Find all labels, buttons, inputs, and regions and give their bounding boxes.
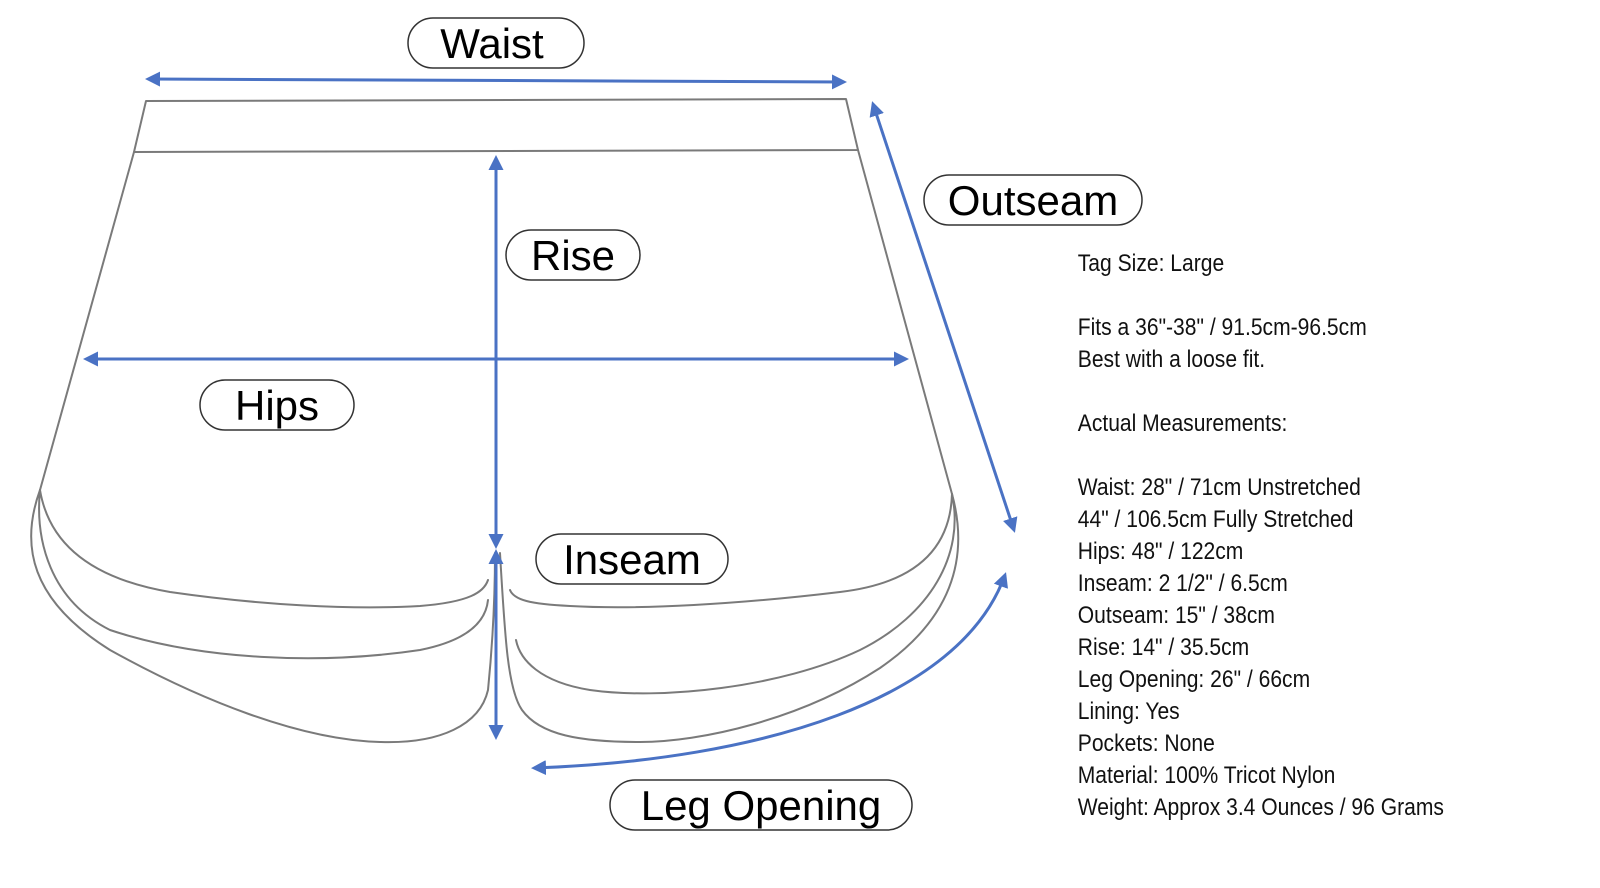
inseam-label: Inseam — [535, 533, 729, 585]
spec-item: Leg Opening: 26" / 66cm — [1077, 666, 1311, 693]
outseam-arrow — [869, 101, 1018, 533]
spec-item: Lining: Yes — [1077, 698, 1180, 725]
spacer — [1064, 280, 1504, 312]
fits-text: Fits a 36"-38" / 91.5cm-96.5cm — [1077, 314, 1367, 341]
waist-arrow — [145, 71, 847, 90]
rise-label-text: Rise — [531, 232, 615, 279]
hips-label: Hips — [199, 379, 355, 431]
spec-item: Inseam: 2 1/2" / 6.5cm — [1077, 570, 1288, 597]
spec-item: Hips: 48" / 122cm — [1077, 538, 1244, 565]
spec-item: Rise: 14" / 35.5cm — [1077, 634, 1250, 661]
left-hem-middle — [38, 489, 489, 660]
leg-opening-label-text: Leg Opening — [641, 782, 882, 829]
leg-opening-arrow — [531, 572, 1008, 776]
spec-item: Material: 100% Tricot Nylon — [1077, 762, 1336, 789]
waist-label: Waist — [407, 17, 585, 69]
left-side-seam — [39, 151, 135, 491]
measurement-arrows — [83, 71, 1018, 776]
outseam-label-text: Outseam — [948, 177, 1118, 224]
fit-note-text: Best with a loose fit. — [1077, 346, 1266, 373]
inseam-label-text: Inseam — [563, 536, 701, 583]
waist-label-text: Waist — [440, 20, 544, 67]
spec-item: 44" / 106.5cm Fully Stretched — [1077, 506, 1354, 533]
spec-item: Pockets: None — [1077, 730, 1215, 757]
measurements-heading: Actual Measurements: — [1077, 410, 1288, 437]
spec-item: Weight: Approx 3.4 Ounces / 96 Grams — [1077, 794, 1444, 821]
right-hem-middle — [515, 493, 956, 695]
left-hem-outer — [30, 489, 496, 744]
hips-label-text: Hips — [235, 382, 319, 429]
right-hem-outer — [499, 493, 960, 743]
rise-label: Rise — [505, 229, 641, 281]
waistband — [133, 98, 859, 153]
leg-opening-label: Leg Opening — [609, 779, 913, 831]
spec-item: Outseam: 15" / 38cm — [1077, 602, 1275, 629]
spacer — [1064, 440, 1504, 472]
outseam-label: Outseam — [923, 174, 1143, 226]
spec-panel: Tag Size: Large Fits a 36"-38" / 91.5cm-… — [1064, 240, 1504, 848]
spacer — [1064, 376, 1504, 408]
left-hem-inner — [39, 489, 489, 609]
tag-size-text: Tag Size: Large — [1077, 250, 1225, 277]
spec-item: Waist: 28" / 71cm Unstretched — [1077, 474, 1361, 501]
